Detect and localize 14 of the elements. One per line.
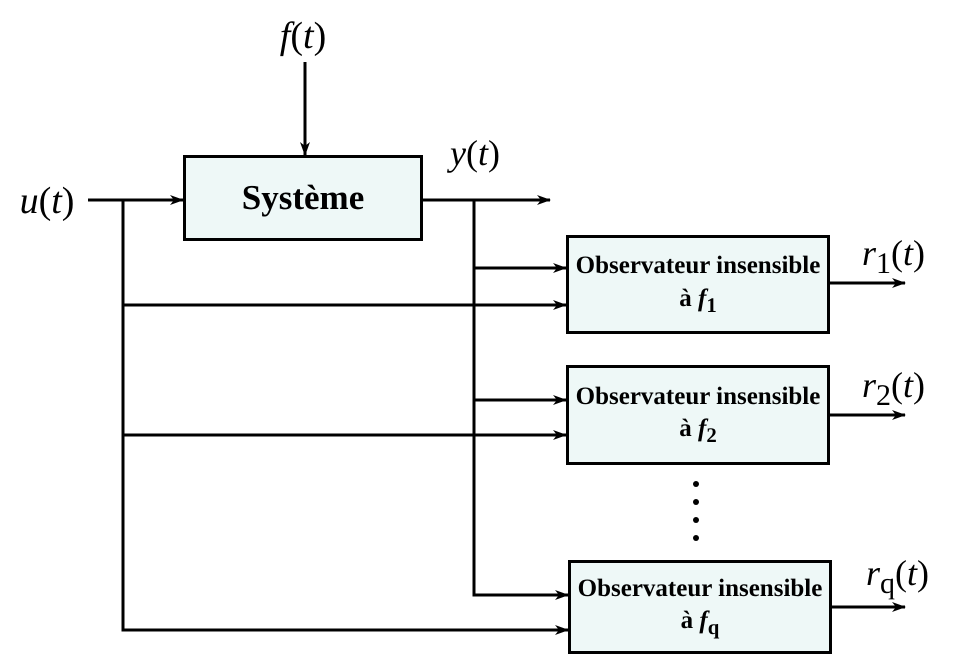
signal-label: f(t) [258,10,348,62]
edge-label: r$_{q}$(t) [866,552,930,602]
arrow [832,602,906,612]
process-box: Observateur insensible à f$_{q}$ [568,560,832,654]
arrow [830,410,906,420]
edge-label: r$_{2}$(t) [862,364,926,414]
edge-label: r$_{1}$(t) [862,232,926,282]
process-box: Système [183,155,423,241]
arrow [830,278,906,288]
signal-label: u(t) [6,176,88,226]
process-box: Observateur insensible à f$_{1}$ [566,235,830,334]
arrow [300,62,310,156]
process-box: Observateur insensible à f$_{2}$ [566,365,830,465]
arrow [88,198,569,635]
